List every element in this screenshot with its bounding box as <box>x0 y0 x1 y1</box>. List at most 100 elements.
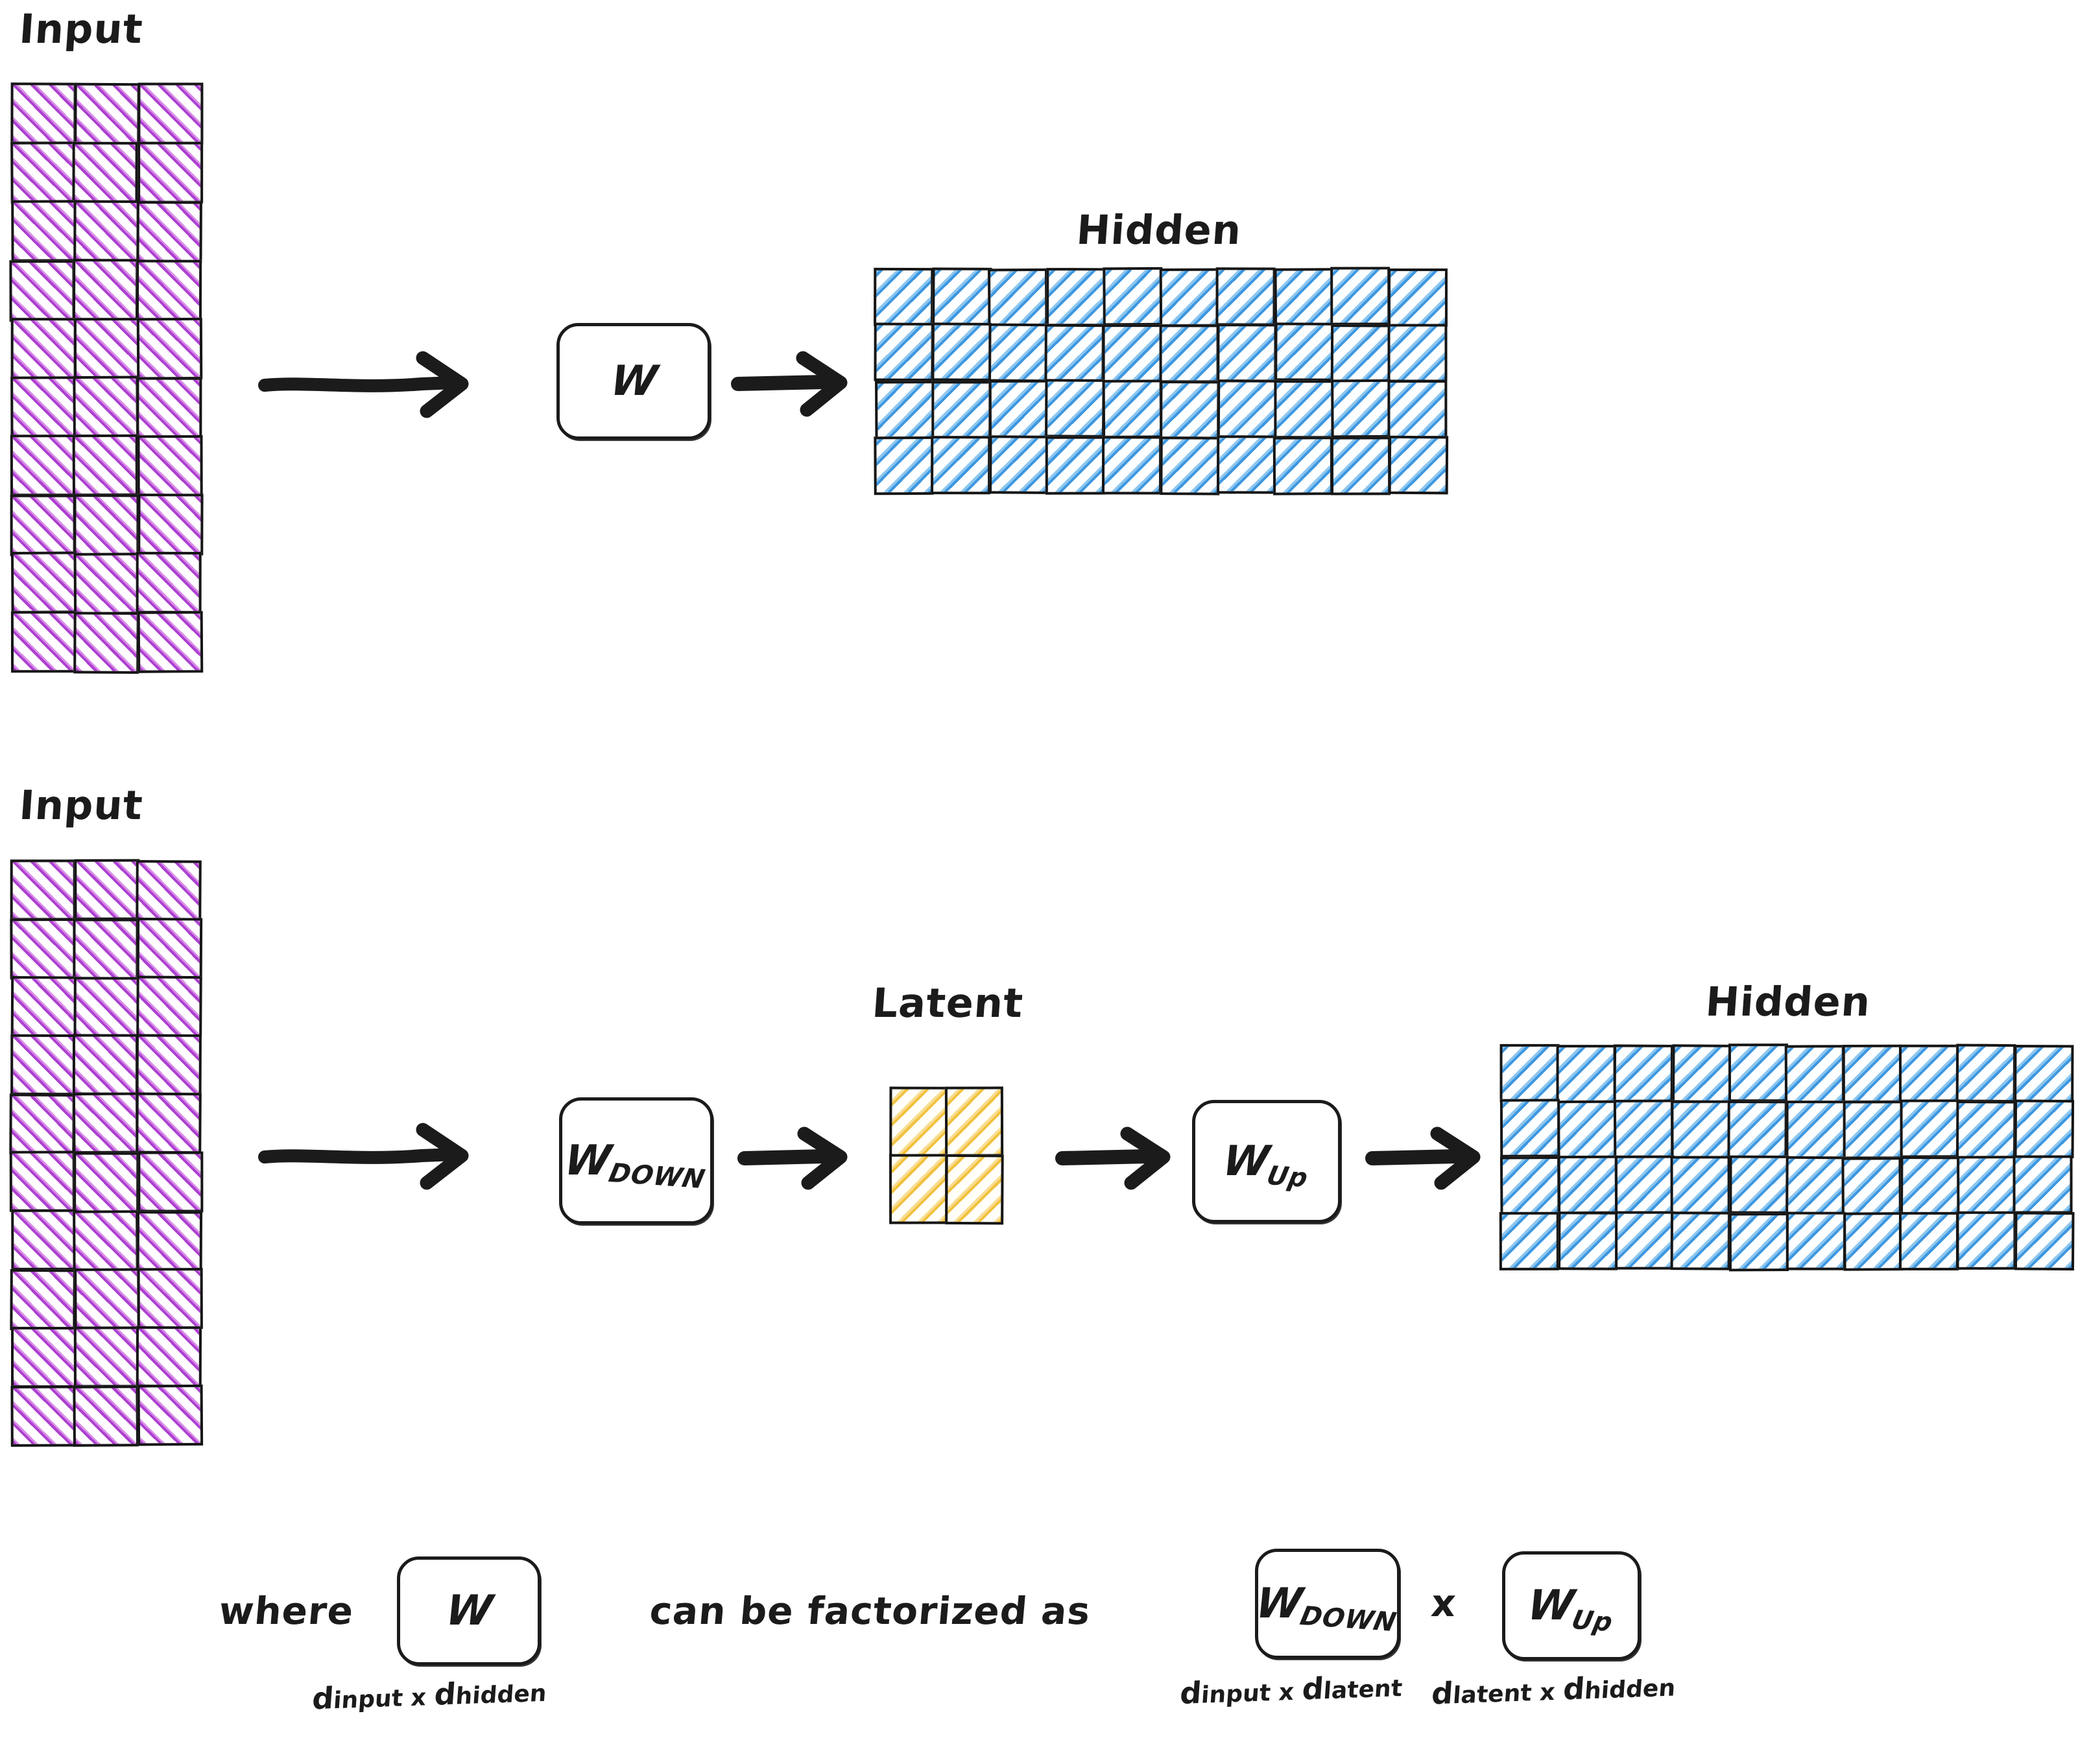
matrix-cell <box>10 1269 76 1331</box>
caption-w-dims-s2: hidden <box>455 1680 547 1710</box>
matrix-cell <box>73 141 139 203</box>
caption-w-dims: dinput x dhidden <box>311 1673 548 1717</box>
matrix-cell <box>11 611 77 673</box>
matrix-cell <box>75 83 141 145</box>
matrix-cell <box>136 918 202 979</box>
matrix-cell <box>1160 325 1219 383</box>
matrix-cell <box>10 435 77 496</box>
input-label-bottom: Input <box>18 781 144 829</box>
caption-w-dims-d2: d <box>433 1676 457 1712</box>
caption-wup-sublabel: Up <box>1569 1605 1616 1638</box>
matrix-cell <box>1160 268 1219 328</box>
matrix-cell <box>1671 1101 1730 1159</box>
matrix-cell <box>10 1150 76 1211</box>
matrix-cell <box>931 381 991 439</box>
matrix-cell <box>73 259 139 320</box>
matrix-cell <box>1729 1213 1789 1272</box>
matrix-cell <box>1500 1099 1560 1158</box>
matrix-cell <box>11 200 77 261</box>
matrix-cell <box>2013 1155 2073 1213</box>
matrix-cell <box>1729 1155 1789 1213</box>
matrix-cell <box>2014 1100 2075 1159</box>
latent-matrix <box>890 1088 1001 1223</box>
matrix-cell <box>11 976 77 1038</box>
caption-where: where <box>217 1589 355 1633</box>
wdown-box[interactable]: WDOWN <box>559 1097 713 1224</box>
matrix-cell <box>1843 1212 1903 1271</box>
matrix-cell <box>74 1326 139 1387</box>
matrix-cell <box>1957 1156 2016 1215</box>
caption-wdown-label: W <box>1253 1580 1306 1628</box>
matrix-cell <box>1499 1212 1559 1270</box>
caption-wdown-dims-s2: latent <box>1322 1675 1403 1704</box>
matrix-cell <box>989 379 1049 438</box>
matrix-cell <box>73 918 139 979</box>
matrix-cell <box>1160 436 1220 495</box>
matrix-cell <box>137 1385 203 1446</box>
matrix-cell <box>1500 1156 1560 1215</box>
matrix-cell <box>74 1269 140 1329</box>
matrix-cell <box>73 1210 139 1271</box>
matrix-cell <box>1217 379 1277 438</box>
matrix-cell <box>1672 1044 1732 1103</box>
latent-label: Latent <box>870 979 1025 1027</box>
wup-box[interactable]: WUp <box>1192 1100 1341 1223</box>
w-box-top[interactable]: W <box>556 323 711 440</box>
matrix-cell <box>1387 379 1447 438</box>
matrix-cell <box>1615 1155 1675 1213</box>
matrix-cell <box>1331 324 1391 383</box>
matrix-cell <box>10 1386 77 1447</box>
matrix-cell <box>74 977 140 1038</box>
caption-wdown-box[interactable]: WDOWN <box>1255 1549 1400 1659</box>
matrix-cell <box>1557 1045 1616 1103</box>
matrix-cell <box>1900 1099 1960 1158</box>
matrix-cell <box>74 553 140 614</box>
matrix-cell <box>1273 436 1333 495</box>
matrix-cell <box>1217 435 1276 494</box>
caption-wdown-dims-x: x <box>1278 1679 1295 1706</box>
caption-wdown-dims-s1: input <box>1200 1680 1272 1709</box>
matrix-cell <box>136 377 202 438</box>
caption-wdown-sublabel: DOWN <box>1298 1601 1400 1638</box>
matrix-cell <box>988 324 1049 383</box>
matrix-cell <box>1557 1101 1617 1160</box>
matrix-cell <box>136 1093 202 1154</box>
matrix-cell <box>1785 1156 1846 1215</box>
matrix-cell <box>137 1152 203 1213</box>
arrow-w-to-hidden-top <box>733 344 869 422</box>
arrow-wup-to-hidden <box>1367 1122 1503 1193</box>
input-matrix-top <box>12 84 201 671</box>
matrix-cell <box>1389 436 1449 495</box>
matrix-cell <box>11 318 77 379</box>
matrix-cell <box>1274 268 1335 327</box>
caption-wup-dims-s2: hidden <box>1584 1675 1677 1704</box>
matrix-cell <box>1274 323 1334 382</box>
matrix-cell <box>1330 267 1390 325</box>
matrix-cell <box>1614 1044 1674 1103</box>
wdown-box-sublabel: DOWN <box>606 1158 708 1195</box>
matrix-cell <box>137 494 204 555</box>
matrix-cell <box>1558 1211 1618 1270</box>
matrix-cell <box>73 1385 139 1447</box>
caption-wup-box[interactable]: WUp <box>1502 1551 1641 1660</box>
matrix-cell <box>1558 1155 1618 1214</box>
matrix-cell <box>988 268 1048 328</box>
matrix-cell <box>136 1034 202 1095</box>
matrix-cell <box>1044 324 1104 383</box>
matrix-cell <box>9 1093 75 1155</box>
matrix-cell <box>1899 1212 1959 1270</box>
matrix-cell <box>10 1034 77 1095</box>
caption-wup-dims: dlatent x dhidden <box>1431 1667 1677 1711</box>
matrix-cell <box>1956 1043 2016 1102</box>
matrix-cell <box>931 436 990 494</box>
matrix-cell <box>137 141 203 203</box>
matrix-cell <box>10 141 77 203</box>
hidden-label-top: Hidden <box>1075 206 1243 254</box>
hidden-matrix-bottom <box>1501 1045 2072 1269</box>
matrix-cell <box>1671 1211 1730 1270</box>
caption-w-box[interactable]: W <box>397 1556 541 1665</box>
matrix-cell <box>9 260 75 322</box>
wup-box-label: W <box>1220 1138 1272 1186</box>
arrow-input-to-wdown <box>259 1115 493 1193</box>
matrix-cell <box>2014 1045 2073 1104</box>
